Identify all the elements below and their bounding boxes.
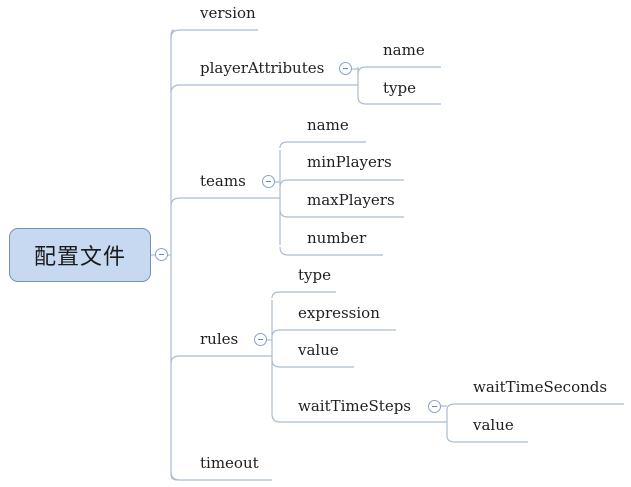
node-teams-max-players[interactable]: maxPlayers <box>307 191 395 209</box>
node-timeout[interactable]: timeout <box>200 454 259 472</box>
node-version[interactable]: version <box>200 4 256 22</box>
node-teams-name[interactable]: name <box>307 116 349 134</box>
node-teams-number[interactable]: number <box>307 229 367 247</box>
node-rules-type[interactable]: type <box>298 266 331 284</box>
node-rules-expression[interactable]: expression <box>298 304 380 322</box>
node-player-attributes[interactable]: playerAttributes <box>200 59 325 77</box>
wait-time-steps-collapse-icon[interactable] <box>428 400 441 413</box>
node-wait-time-steps[interactable]: waitTimeSteps <box>298 397 411 415</box>
rules-collapse-icon[interactable] <box>254 333 267 346</box>
teams-collapse-icon[interactable] <box>262 175 275 188</box>
root-node[interactable]: 配置文件 <box>9 228 151 282</box>
node-rules[interactable]: rules <box>200 330 239 348</box>
node-teams-min-players[interactable]: minPlayers <box>307 153 392 171</box>
node-teams[interactable]: teams <box>200 172 246 190</box>
node-player-attributes-type[interactable]: type <box>383 79 416 97</box>
node-wait-time-steps-value[interactable]: value <box>473 416 514 434</box>
player-attributes-collapse-icon[interactable] <box>339 62 352 75</box>
node-rules-value[interactable]: value <box>298 341 339 359</box>
node-wait-time-seconds[interactable]: waitTimeSeconds <box>473 378 608 396</box>
root-collapse-icon[interactable] <box>155 248 168 261</box>
node-player-attributes-name[interactable]: name <box>383 41 425 59</box>
